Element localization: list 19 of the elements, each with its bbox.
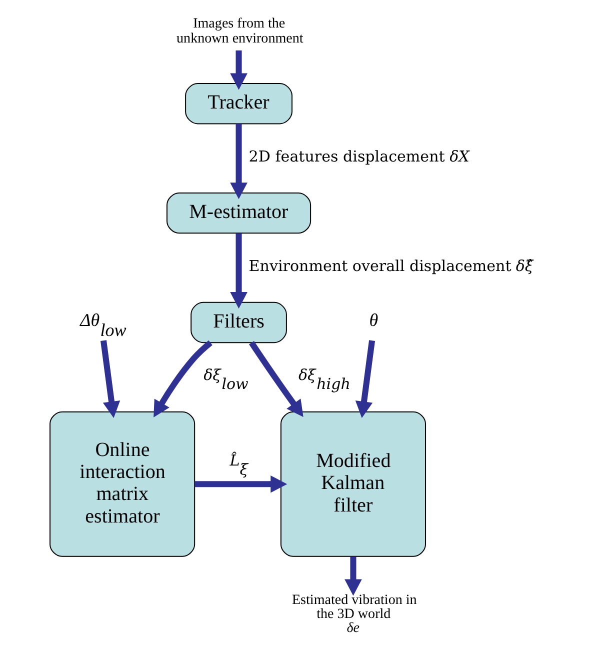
node-box: Tracker — [184, 83, 292, 124]
node-text: θ — [368, 310, 378, 330]
arrow — [230, 50, 247, 90]
arrow — [230, 233, 247, 309]
edge-label: Environment overall displacement δξ̂ — [248, 256, 533, 275]
arrow — [194, 475, 287, 493]
arrow — [230, 124, 247, 200]
arrow — [344, 556, 362, 596]
arrow — [248, 341, 303, 418]
node-text: Estimated vibration in the 3D world δe — [291, 592, 416, 636]
node-box: Modified Kalman filter — [280, 411, 426, 557]
arrow — [354, 340, 375, 418]
node-box: Online interaction matrix estimator — [49, 411, 195, 557]
arrow — [153, 340, 212, 418]
node-box: M-estimator — [166, 192, 311, 234]
arrow — [100, 340, 120, 418]
node-box: Filters — [190, 302, 286, 344]
node-text: Images from the unknown environment — [176, 16, 303, 47]
edge-label: 2D features displacement δX — [248, 147, 469, 166]
